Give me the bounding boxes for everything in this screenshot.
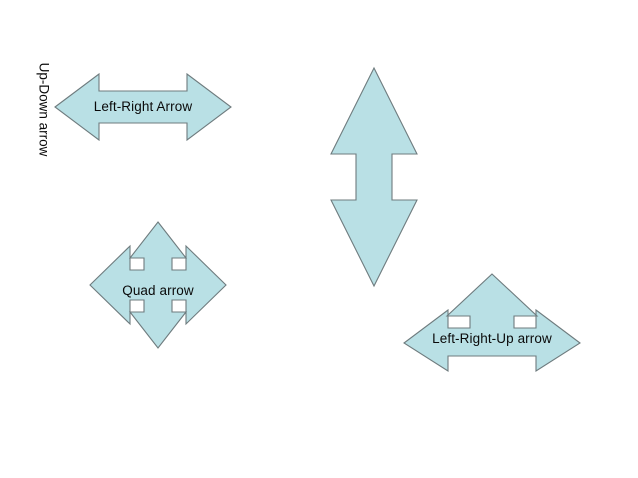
left-right-arrow-label: Left-Right Arrow bbox=[93, 99, 193, 114]
up-down-arrow-icon bbox=[330, 66, 418, 288]
shape-up-down-arrow[interactable] bbox=[330, 66, 418, 288]
quad-arrow-label: Quad arrow bbox=[122, 283, 194, 298]
quad-arrow-icon bbox=[89, 221, 227, 349]
left-right-up-arrow-label: Left-Right-Up arrow bbox=[432, 331, 552, 346]
shape-quad-arrow[interactable] bbox=[89, 221, 227, 349]
shape-left-right-up-arrow[interactable] bbox=[403, 273, 581, 373]
up-down-arrow-label: Up-Down arrow bbox=[36, 62, 52, 156]
shape-left-right-arrow[interactable] bbox=[54, 72, 232, 142]
left-right-up-arrow-icon bbox=[403, 273, 581, 373]
left-right-arrow-icon bbox=[54, 72, 232, 142]
